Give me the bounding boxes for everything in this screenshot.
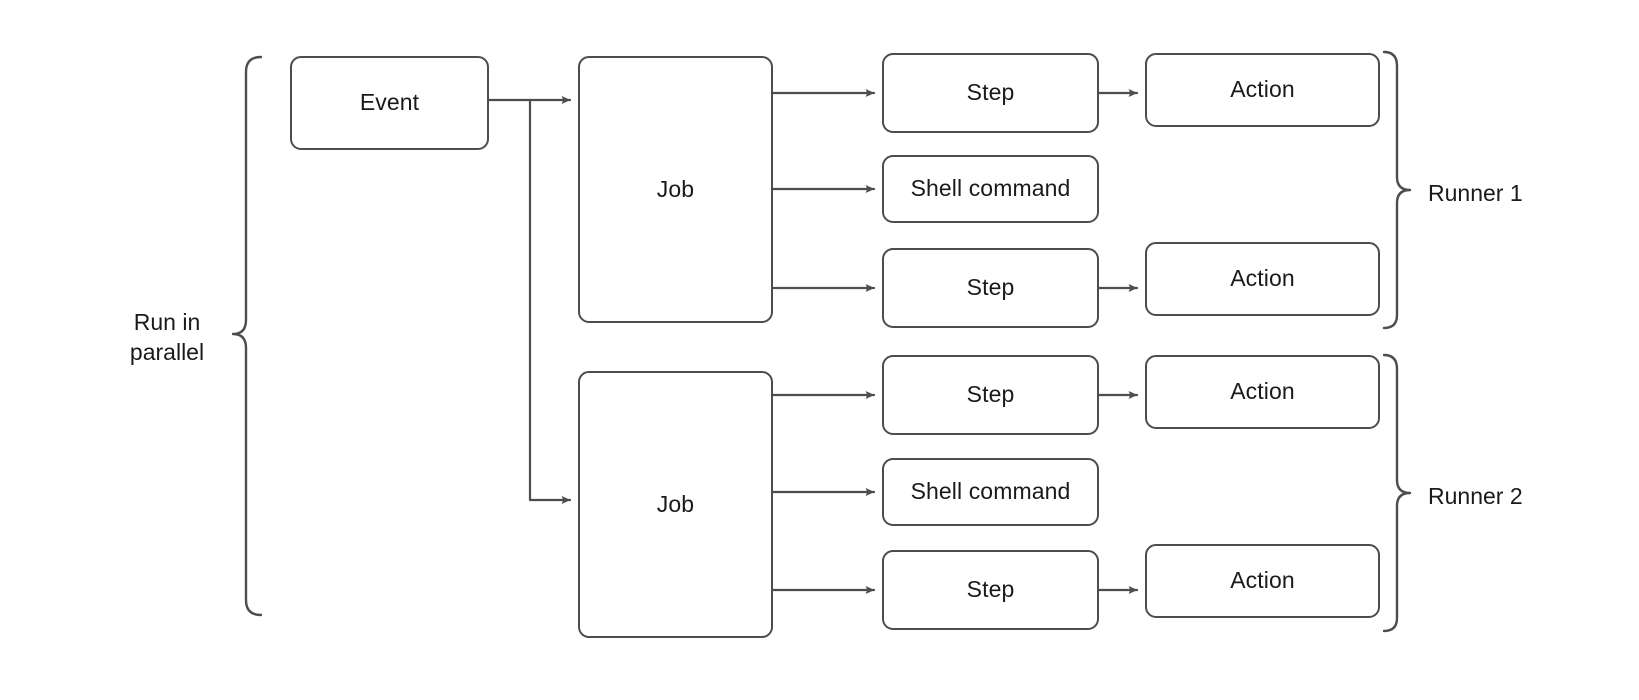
- brace-runner-2: [1382, 353, 1412, 633]
- label-runner-1: Runner 1: [1428, 180, 1523, 206]
- node-runner2-shell-command[interactable]: Shell command: [882, 458, 1099, 526]
- node-runner1-action-2[interactable]: Action: [1145, 242, 1380, 316]
- node-runner1-step-2[interactable]: Step: [882, 248, 1099, 328]
- label-run-in-parallel: Run in parallel: [129, 309, 205, 366]
- node-runner2-step-1[interactable]: Step: [882, 355, 1099, 435]
- node-runner2-action-1[interactable]: Action: [1145, 355, 1380, 429]
- node-event[interactable]: Event: [290, 56, 489, 150]
- node-runner1-shell-command[interactable]: Shell command: [882, 155, 1099, 223]
- label-runner-2: Runner 2: [1428, 483, 1523, 509]
- node-runner1-action-1[interactable]: Action: [1145, 53, 1380, 127]
- node-runner2-action-2[interactable]: Action: [1145, 544, 1380, 618]
- brace-run-in-parallel: [231, 55, 263, 617]
- brace-runner-1: [1382, 50, 1412, 330]
- node-runner2-step-2[interactable]: Step: [882, 550, 1099, 630]
- node-job-2[interactable]: Job: [578, 371, 773, 638]
- node-runner1-step-1[interactable]: Step: [882, 53, 1099, 133]
- node-job-1[interactable]: Job: [578, 56, 773, 323]
- connector-event-to-job2: [528, 98, 572, 504]
